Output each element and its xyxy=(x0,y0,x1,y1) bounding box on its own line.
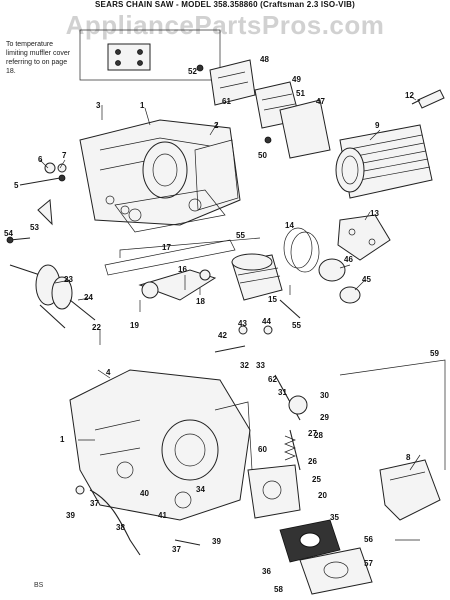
oil-line xyxy=(75,485,201,556)
page-code: BS xyxy=(34,582,44,589)
callout-29: 29 xyxy=(320,413,329,422)
callout-35: 35 xyxy=(330,513,339,522)
callout-53: 53 xyxy=(30,223,39,232)
group-bracket-59 xyxy=(339,359,446,470)
callout-39-bottom: 39 xyxy=(212,537,221,546)
callout-1-lower: 1 xyxy=(60,435,65,444)
callout-47: 47 xyxy=(316,97,325,106)
callout-31: 31 xyxy=(278,388,287,397)
callout-41: 41 xyxy=(158,511,167,520)
upper-crankcase xyxy=(79,119,241,226)
callout-39-left: 39 xyxy=(66,511,75,520)
callout-54: 54 xyxy=(4,229,13,238)
callout-20: 20 xyxy=(318,491,327,500)
callout-27: 27 xyxy=(308,429,317,438)
callout-55-upper: 55 xyxy=(236,231,245,240)
callout-22: 22 xyxy=(92,323,101,332)
callout-13: 13 xyxy=(370,209,379,218)
bottom-gasket xyxy=(279,519,373,595)
callout-61: 61 xyxy=(222,97,231,106)
callout-55-lower: 55 xyxy=(292,321,301,330)
callout-26: 26 xyxy=(308,457,317,466)
muffler-inset-box xyxy=(79,29,221,81)
callout-48: 48 xyxy=(260,55,269,64)
callout-50: 50 xyxy=(258,151,267,160)
callout-14: 14 xyxy=(285,221,294,230)
spark-plug xyxy=(411,89,445,109)
callout-43: 43 xyxy=(238,319,247,328)
lower-crankcase xyxy=(69,369,253,521)
callout-51: 51 xyxy=(296,89,305,98)
callout-38: 38 xyxy=(116,523,125,532)
muffler-note: To temperature limiting muffler cover re… xyxy=(6,41,71,75)
callout-32: 32 xyxy=(240,361,249,370)
callout-40: 40 xyxy=(140,489,149,498)
callout-8: 8 xyxy=(406,453,411,462)
leader-lines xyxy=(39,95,421,541)
group-bracket-17 xyxy=(119,237,261,258)
callout-34: 34 xyxy=(196,485,205,494)
bearings xyxy=(279,258,361,319)
callout-30: 30 xyxy=(320,391,329,400)
callout-33: 33 xyxy=(256,361,265,370)
diagram-title: SEARS CHAIN SAW - MODEL 358.358860 (Craf… xyxy=(95,0,355,9)
callout-44: 44 xyxy=(262,317,271,326)
callout-19: 19 xyxy=(130,321,139,330)
callout-49: 49 xyxy=(292,75,301,84)
connecting-rod xyxy=(104,239,236,301)
callout-37-left: 37 xyxy=(90,499,99,508)
callout-24: 24 xyxy=(84,293,93,302)
callout-1-upper: 1 xyxy=(140,101,145,110)
callout-37-bottom: 37 xyxy=(172,545,181,554)
side-cover xyxy=(379,459,441,521)
callout-3: 3 xyxy=(96,101,101,110)
callout-7: 7 xyxy=(62,151,67,160)
muffler-assembly xyxy=(196,59,331,159)
callout-25: 25 xyxy=(312,475,321,484)
cylinder-bracket xyxy=(337,214,391,261)
watermark: AppliancePartsPros.com xyxy=(65,10,385,40)
callout-4: 4 xyxy=(106,368,111,377)
callout-9: 9 xyxy=(375,121,380,130)
callout-45: 45 xyxy=(362,275,371,284)
cylinder xyxy=(335,124,433,199)
callout-15: 15 xyxy=(268,295,277,304)
callout-42: 42 xyxy=(218,331,227,340)
callout-16: 16 xyxy=(178,265,187,274)
callout-23: 23 xyxy=(64,275,73,284)
left-hardware xyxy=(6,162,67,244)
callout-12: 12 xyxy=(405,91,414,100)
callout-5: 5 xyxy=(14,181,19,190)
callout-56: 56 xyxy=(364,535,373,544)
oil-pump xyxy=(247,395,308,519)
callout-18: 18 xyxy=(196,297,205,306)
piston-rings xyxy=(283,227,320,273)
callout-52: 52 xyxy=(188,67,197,76)
spring xyxy=(284,435,296,461)
callout-59: 59 xyxy=(430,349,439,358)
callout-60: 60 xyxy=(258,445,267,454)
callout-36: 36 xyxy=(262,567,271,576)
crankcase-gasket xyxy=(114,189,226,233)
callout-57: 57 xyxy=(364,559,373,568)
callout-28: 28 xyxy=(314,431,323,440)
crankshaft xyxy=(9,264,96,329)
piston xyxy=(231,253,283,301)
callout-46: 46 xyxy=(344,255,353,264)
callout-62: 62 xyxy=(268,375,277,384)
callout-2: 2 xyxy=(214,121,219,130)
callout-6: 6 xyxy=(38,155,43,164)
callout-17: 17 xyxy=(162,243,171,252)
callout-58: 58 xyxy=(274,585,283,594)
callout-labels: 1 1 2 3 4 5 6 7 8 9 12 13 14 15 16 17 18… xyxy=(4,55,439,594)
